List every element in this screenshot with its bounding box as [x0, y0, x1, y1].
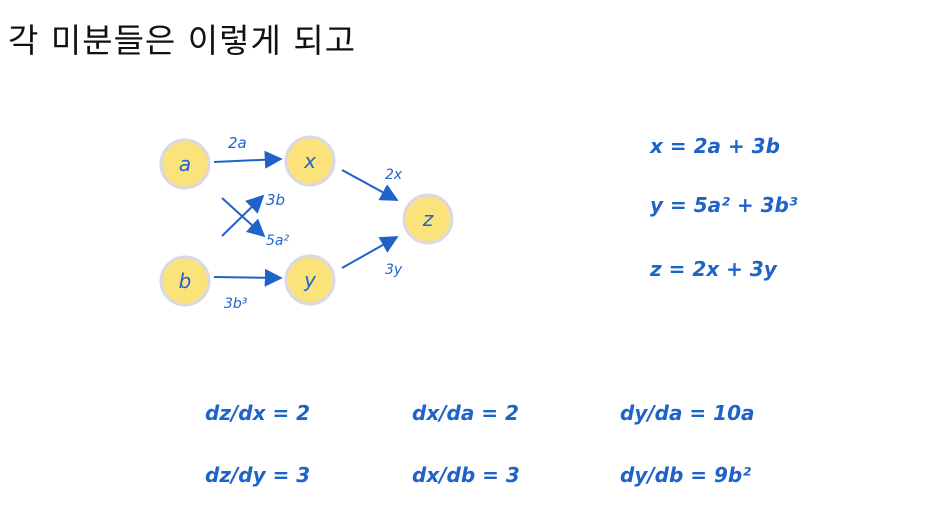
edge-a-y [221, 197, 266, 238]
derivative-dx-db: dx/db = 3 [412, 463, 520, 487]
edge-label-y-z: 3y [385, 262, 403, 278]
node-a: a [159, 138, 211, 190]
edge-a-x [213, 150, 283, 169]
equation-y: y = 5a² + 3b³ [650, 193, 798, 217]
node-x-label: x [303, 149, 316, 173]
page-title: 각 미분들은 이렇게 되고 [8, 21, 357, 60]
derivative-dz-dx: dz/dx = 2 [205, 401, 311, 425]
edge-label-b-x: 3b [266, 191, 285, 209]
edge-label-a-x: 2a [228, 134, 247, 152]
edge-b-y [213, 268, 283, 287]
equation-z: z = 2x + 3y [650, 257, 777, 281]
derivative-dz-dy: dz/dy = 3 [205, 463, 311, 487]
node-b-label: b [179, 269, 192, 293]
node-x: x [284, 135, 336, 187]
edge-label-a-y: 5a² [266, 233, 289, 249]
derivative-dx-da: dx/da = 2 [412, 401, 519, 425]
edge-label-b-y: 3b³ [224, 296, 248, 312]
node-b: b [159, 255, 211, 307]
derivative-dy-da: dy/da = 10a [620, 401, 755, 425]
edge-y-z [341, 236, 399, 269]
edge-label-x-z: 2x [385, 167, 403, 183]
equation-x: x = 2a + 3b [650, 134, 780, 158]
node-y-label: y [303, 268, 317, 292]
derivative-dy-db: dy/db = 9b² [620, 463, 751, 487]
node-a-label: a [179, 152, 191, 176]
edge-x-z [341, 169, 399, 201]
node-z: z [402, 193, 454, 245]
node-y: y [284, 254, 336, 306]
node-z-label: z [422, 207, 434, 231]
